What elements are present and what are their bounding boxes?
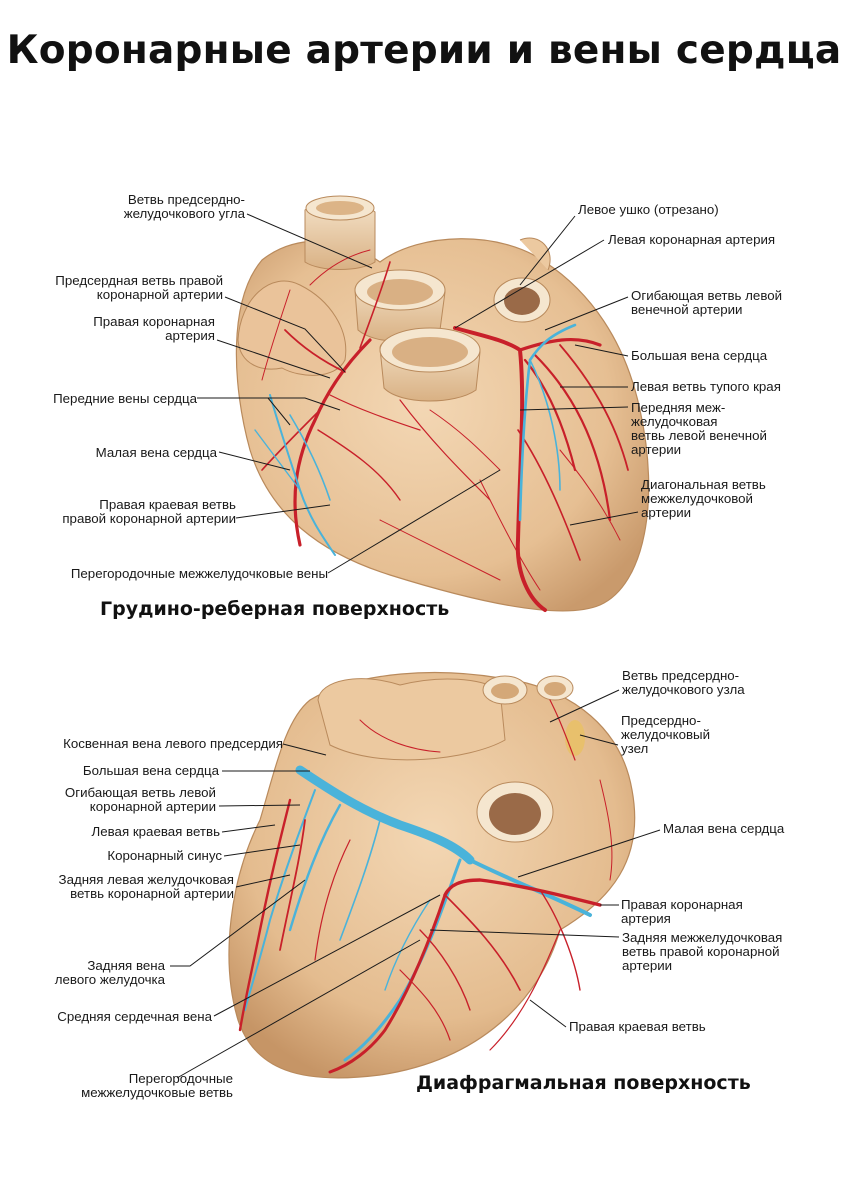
label-right-marginal-branch-anterior: Правая краевая ветвь правой коронарной а…	[62, 497, 236, 526]
label-obtuse-marginal: Левая ветвь тупого края	[631, 379, 781, 394]
label-av-node: Предсердно- желудочковый узел	[621, 713, 711, 756]
label-middle-cardiac-vein: Средняя сердечная вена	[57, 1009, 212, 1024]
label-small-cardiac-vein-anterior: Малая вена сердца	[95, 445, 217, 460]
posterior-leader-lines	[170, 689, 661, 1079]
label-circumflex-posterior: Огибающая ветвь левой коронарной артерии	[64, 785, 216, 814]
label-coronary-sinus: Коронарный синус	[107, 848, 222, 863]
posterior-heart	[228, 671, 636, 1079]
label-circumflex-anterior: Огибающая ветвь левой венечной артерии	[631, 288, 783, 317]
caption-posterior: Диафрагмальная поверхность	[416, 1072, 751, 1094]
label-lad: Передняя меж- желудочковая ветвь левой в…	[631, 400, 767, 457]
label-septal-branches: Перегородочные межжелудочковые ветвь	[81, 1071, 233, 1100]
label-left-auricle: Левое ушко (отрезано)	[578, 202, 719, 217]
label-right-marginal-posterior: Правая краевая ветвь	[569, 1019, 706, 1034]
anterior-arteries	[261, 249, 629, 612]
label-posterior-lv-branch: Задняя левая желудочковая ветвь коронарн…	[58, 872, 234, 901]
label-rca-posterior: Правая коронарная артерия	[621, 897, 743, 926]
label-small-cardiac-vein-posterior: Малая вена сердца	[663, 821, 785, 836]
label-diagonal: Диагональная ветвь межжелудочковой артер…	[641, 477, 766, 520]
label-great-cardiac-vein-posterior: Большая вена сердца	[82, 763, 219, 778]
label-great-cardiac-vein-anterior: Большая вена сердца	[631, 348, 768, 363]
label-pda: Задняя межжелудочковая ветвь правой коро…	[622, 930, 783, 973]
anterior-veins	[254, 323, 577, 556]
label-av-angle-branch: Ветвь предсердно- желудочкового угла	[123, 192, 245, 221]
label-av-node-branch: Ветвь предсердно- желудочкового узла	[622, 668, 745, 697]
anterior-right-auricle	[237, 280, 347, 376]
label-oblique-vein: Косвенная вена левого предсердия	[63, 736, 283, 751]
label-anterior-cardiac-veins: Передние вены сердца	[53, 391, 197, 406]
label-posterior-lv-vein: Задняя вена левого желудочка	[54, 958, 165, 987]
label-lca: Левая коронарная артерия	[608, 232, 776, 247]
anterior-heart	[235, 195, 650, 612]
anterior-leader-lines	[197, 213, 639, 574]
label-left-marginal: Левая краевая ветвь	[91, 824, 220, 839]
caption-anterior: Грудино-реберная поверхность	[100, 598, 450, 620]
label-rca-anterior: Правая коронарная артерия	[93, 314, 215, 343]
page-title: Коронарные артерии и вены сердца	[6, 28, 842, 73]
label-septal-veins: Перегородочные межжелудочковые вены	[70, 566, 328, 581]
label-atrial-branch-rca: Предсердная ветвь правой коронарной арте…	[55, 273, 223, 302]
